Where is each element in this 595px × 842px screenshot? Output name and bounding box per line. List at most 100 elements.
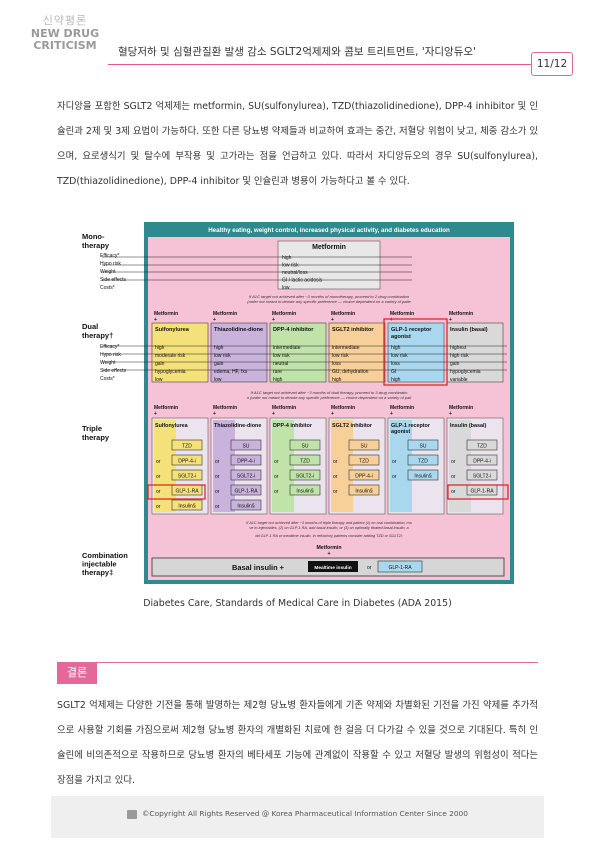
conclusion-tag: 결론: [57, 662, 97, 684]
triple-metformin-label: Metformin: [154, 405, 178, 411]
metformin-row: high: [282, 255, 292, 261]
page-number: 11/12: [531, 52, 573, 76]
triple-option-label: SU: [243, 444, 250, 450]
triple-option-label: TZD: [182, 444, 192, 450]
triple-option-label: Insulin§: [414, 474, 431, 480]
triple-metformin-label: Metformin: [449, 405, 473, 411]
highlight-insulin-glp1: [447, 484, 509, 500]
paragraph-intro: 자디앙을 포함한 SGLT2 억제제는 metformin, SU(sulfon…: [57, 101, 538, 187]
triple-option-box: [289, 454, 321, 466]
dual-row: high: [155, 345, 165, 351]
dual-row: high: [391, 345, 401, 351]
triple-option-box: [171, 454, 203, 466]
copyright-label: ©Copyright All Rights Reserved @ Korea P…: [142, 809, 468, 818]
logo: 신약평론 NEW DRUG CRITICISM: [22, 12, 108, 70]
triple-option-label: TZD: [477, 444, 487, 450]
triple-option-label: SU: [302, 444, 309, 450]
dual-metformin-label: Metformin: [449, 311, 473, 317]
dual-row: GI: [391, 369, 396, 375]
triple-or: or: [274, 459, 279, 465]
triple-option-box: [171, 469, 203, 481]
triple-option-box: [348, 439, 380, 451]
triple-metformin-label: Metformin: [213, 405, 237, 411]
triple-option-box: [466, 469, 498, 481]
triple-side-1: [213, 420, 235, 512]
dual-row: low: [214, 377, 222, 383]
triple-option-label: SU: [361, 444, 368, 450]
dual-row: low risk: [214, 353, 231, 359]
page-title: 혈당저하 및 심혈관질환 발생 감소 SGLT2억제제와 콤보 트리트먼트, '…: [118, 46, 476, 58]
triple-option-box: [230, 439, 262, 451]
note-monotherapy-2: (order not meant to denote any specific …: [247, 299, 411, 304]
triple-or: or: [156, 489, 161, 495]
dual-row: low: [155, 377, 163, 383]
label-mono-row: Costs*: [100, 285, 115, 291]
label-dual-row: Weight: [100, 360, 116, 366]
banner-text: Healthy eating, weight control, increase…: [208, 227, 450, 234]
dual-row: high: [391, 377, 401, 383]
dual-row: high: [273, 377, 283, 383]
triple-or: or: [215, 489, 220, 495]
dual-row: moderate risk: [155, 353, 186, 359]
triple-metformin-label: Metformin: [331, 405, 355, 411]
note-triple-2: ve to injectables, (2) on GLP-1 RA, add …: [249, 526, 408, 530]
triple-or: or: [156, 504, 161, 510]
label-mono-row: Hypo risk: [100, 261, 121, 267]
dual-box-5: [446, 322, 504, 383]
triple-drug-name-2: agonist: [391, 429, 410, 435]
dual-plus: +: [272, 317, 275, 323]
label-dual-therapy: Dual: [82, 322, 98, 331]
dual-row: loss: [391, 361, 400, 367]
triple-plus: +: [154, 411, 157, 417]
mealtime-box: [308, 561, 358, 572]
triple-side-5: [449, 420, 471, 512]
dual-drug-name: Thiazolidine-dione: [214, 327, 263, 333]
triple-option-box: [230, 499, 262, 511]
triple-option-label: GLP-1-RA: [470, 489, 494, 495]
triple-option-label: Insulin§: [355, 489, 372, 495]
dual-row: variable: [450, 377, 468, 383]
triple-option-label: GLP-1-RA: [234, 489, 258, 495]
triple-option-label: TZD: [300, 459, 310, 465]
triple-option-box: [348, 484, 380, 496]
logo-line-3: CRITICISM: [33, 39, 97, 52]
triple-or: or: [156, 459, 161, 465]
triple-plus: +: [449, 411, 452, 417]
triple-plus: +: [213, 411, 216, 417]
dual-plus: +: [154, 317, 157, 323]
triple-plus: +: [390, 411, 393, 417]
triple-drug-name: DPP-4 inhibitor: [273, 423, 313, 429]
triple-option-label: DPP-4-i: [355, 474, 373, 480]
dual-box-2: [269, 322, 327, 383]
metformin-row: low: [282, 285, 290, 291]
copyright-text: ©Copyright All Rights Reserved @ Korea P…: [51, 809, 544, 819]
triple-drug-name: SGLT2 inhibitor: [332, 423, 373, 429]
combo-metformin-label: Metformin: [316, 545, 341, 551]
glp1-combo-label: GLP-1-RA: [388, 565, 412, 571]
label-dual-row: Efficacy*: [100, 344, 119, 350]
dual-metformin-label: Metformin: [272, 311, 296, 317]
copyright-icon: [127, 809, 138, 819]
triple-or: or: [451, 474, 456, 480]
metformin-row: low risk: [282, 263, 299, 269]
dual-row: low risk: [391, 353, 408, 359]
triple-option-box: [230, 469, 262, 481]
figure-caption: Diabetes Care, Standards of Medical Care…: [143, 598, 452, 609]
header-divider: [108, 64, 548, 65]
metformin-row: neutral/loss: [282, 270, 308, 276]
logo-line-2: NEW DRUG: [30, 27, 100, 40]
triple-or: or: [333, 459, 338, 465]
label-monotherapy: Mono-: [82, 232, 105, 241]
dual-row: high: [214, 345, 224, 351]
triple-metformin-label: Metformin: [390, 405, 414, 411]
triple-option-label: DPP-4-i: [178, 459, 196, 465]
triple-or: or: [333, 489, 338, 495]
triple-or: or: [451, 459, 456, 465]
dual-box-3: [328, 322, 386, 383]
triple-option-label: SGLT2-i: [473, 474, 491, 480]
label-dual-row: Hypo risk: [100, 352, 121, 358]
dual-metformin-label: Metformin: [390, 311, 414, 317]
dual-plus: +: [390, 317, 393, 323]
dual-row: high risk: [450, 353, 469, 359]
dual-row: neutral: [273, 361, 288, 367]
